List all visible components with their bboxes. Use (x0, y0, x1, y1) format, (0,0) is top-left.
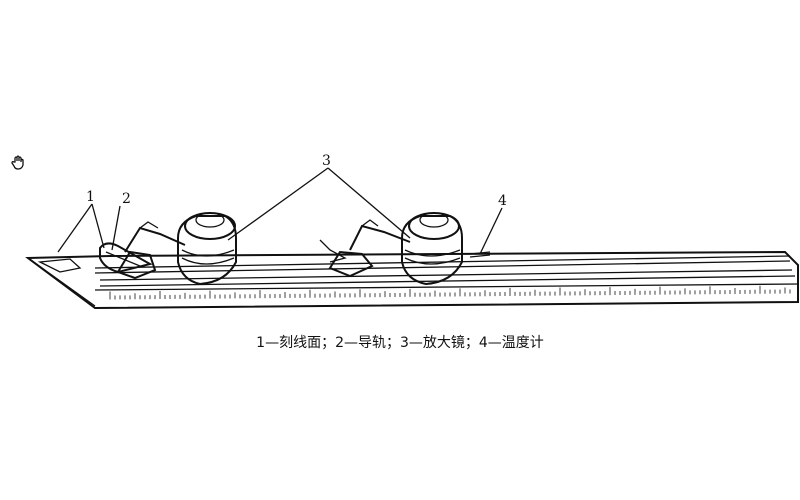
figure-caption: 1—刻线面；2—导轨；3—放大镜；4—温度计 (256, 335, 544, 351)
label-3: 3 (322, 153, 331, 169)
magnifier-right (328, 212, 463, 286)
label-4: 4 (498, 193, 507, 209)
scale-ticks (109, 285, 791, 300)
label-2: 2 (122, 191, 131, 207)
ruler-body (25, 250, 799, 310)
label-1: 1 (86, 189, 95, 205)
guide-rail (99, 239, 347, 274)
magnifier-left (116, 212, 237, 286)
leader-lines (57, 167, 503, 255)
hand-pointer-icon (11, 155, 24, 170)
